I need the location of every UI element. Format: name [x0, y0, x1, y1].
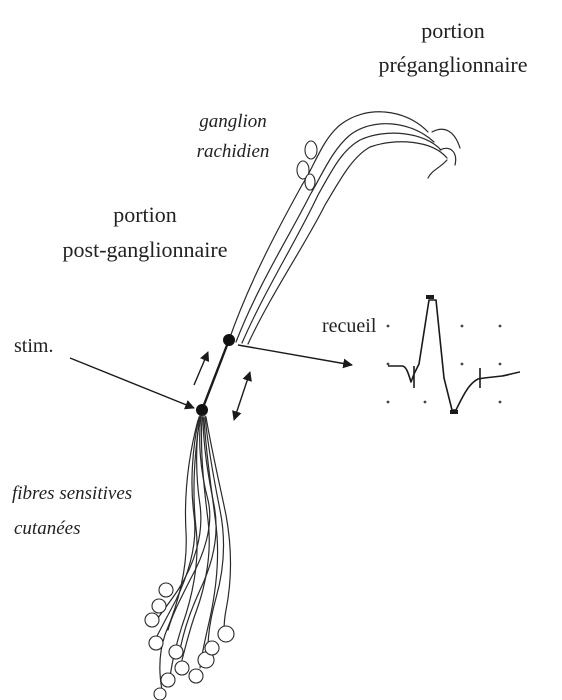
postganglionic-label-line2: post-ganglionnaire: [63, 237, 228, 262]
recorded-waveform: [387, 295, 520, 414]
ganglion-label-line1: ganglion: [199, 111, 267, 132]
waveform-grid-dots: [387, 325, 502, 404]
ganglion-label-line2: rachidien: [197, 141, 270, 162]
postganglionic-label-line1: portion: [113, 202, 177, 227]
recording-arrow: [238, 345, 352, 365]
distance-arrow: [234, 372, 250, 420]
preganglionic-label-line2: préganglionnaire: [378, 52, 527, 77]
sensory-fibres-label-line2: cutanées: [14, 518, 80, 539]
sensory-fibres-label-line1: fibres sensitives: [12, 483, 132, 504]
stimulated-segment: [202, 340, 229, 410]
preganglionic-label-line1: portion: [421, 18, 485, 43]
ganglion-loops: [297, 141, 317, 190]
recording-electrode: [223, 334, 235, 346]
stimulation-label: stim.: [14, 335, 53, 357]
recording-label: recueil: [322, 315, 377, 337]
conduction-direction-arrow: [194, 352, 208, 385]
stimulation-electrode: [196, 404, 208, 416]
stimulation-arrow: [70, 358, 194, 408]
